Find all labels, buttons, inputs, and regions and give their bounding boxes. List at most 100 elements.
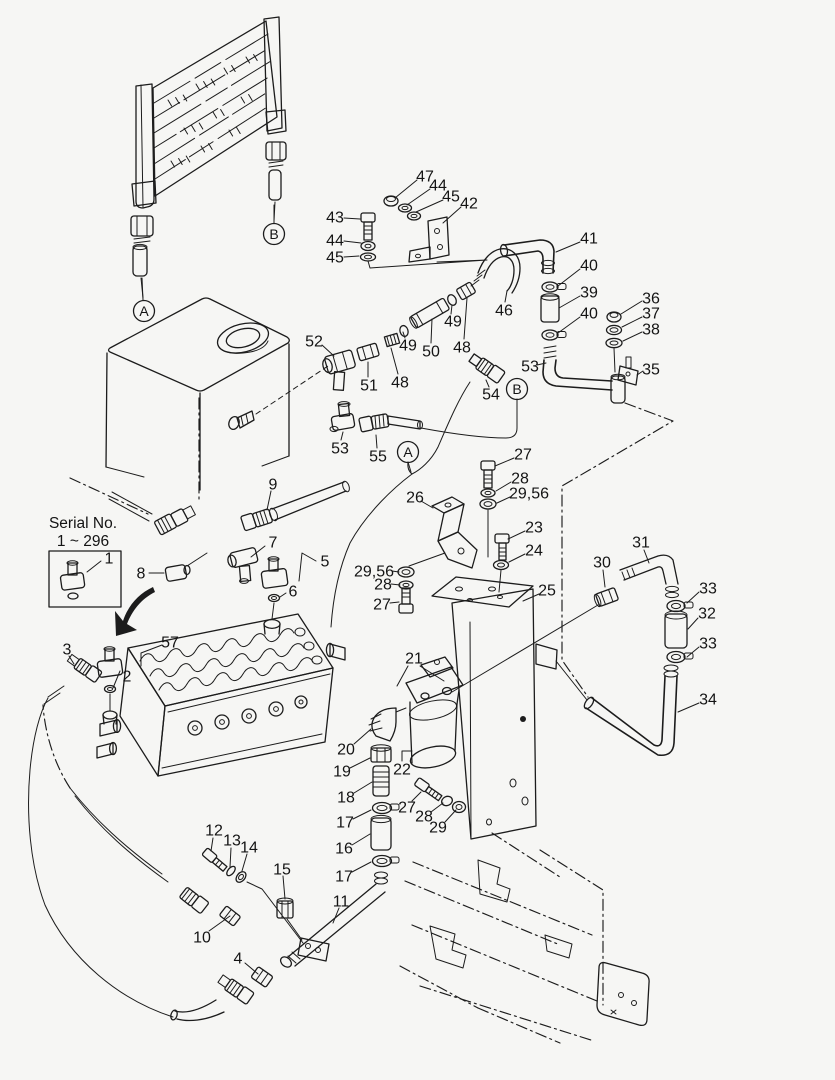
fitting-55 [358, 413, 423, 433]
part-1-elbow [59, 560, 86, 600]
leader-line [340, 431, 344, 441]
part-number-label: 48 [391, 375, 409, 392]
part-number-label: 34 [699, 692, 717, 709]
part-number-label: 7 [269, 535, 278, 552]
leader-line [353, 728, 372, 745]
leader-line [343, 240, 362, 244]
part-number-label: 37 [642, 306, 660, 323]
part-number-label: 6 [289, 584, 298, 601]
svg-text:B: B [512, 381, 521, 397]
leader-line [485, 379, 490, 388]
part-number-label: 41 [580, 231, 598, 248]
leader-line [298, 552, 317, 582]
leader-line [406, 188, 431, 206]
leader-line [250, 545, 266, 558]
part-number-label: 45 [442, 189, 460, 206]
leader-line [112, 670, 121, 689]
leader-line [394, 179, 418, 199]
leader-line [636, 370, 644, 376]
part-number-label: 29,56 [354, 564, 394, 581]
part-number-label: 33 [699, 636, 717, 653]
connection-point-a: A [396, 440, 420, 464]
fitting-3 [66, 653, 103, 683]
mounting-plate-drawing [397, 460, 588, 878]
part-number-label: 48 [453, 340, 471, 357]
leader-line [620, 300, 643, 315]
part-number-label: 28 [374, 577, 392, 594]
leader-line [208, 915, 231, 932]
part-number-label: 50 [422, 344, 440, 361]
leader-line [389, 601, 400, 604]
fitting-8 [164, 552, 208, 582]
replacement-arrow [115, 587, 155, 636]
leader-line [343, 217, 361, 220]
leader-line [229, 847, 232, 868]
oil-cooler-drawing [130, 16, 287, 299]
leader-line [353, 781, 373, 794]
part-number-label: 22 [393, 762, 411, 779]
connection-point-b: B [505, 377, 529, 401]
hydraulic-tank-drawing [105, 297, 290, 503]
part-number-label: 45 [326, 250, 344, 267]
leader-line [390, 347, 399, 375]
part-number-label: 30 [593, 555, 611, 572]
serial-part-box [48, 550, 122, 608]
serial-note-line1: Serial No. [49, 515, 117, 532]
tank-fitting-chain-drawing [322, 281, 476, 391]
leader-line [419, 665, 445, 682]
part-number-label: 12 [205, 823, 223, 840]
leader-line [402, 331, 406, 339]
part-number-label: 35 [642, 362, 660, 379]
tee-7 [227, 547, 259, 584]
part-number-label: 1 [105, 551, 114, 568]
serial-note-group: Serial No. 1 ~ 296 [48, 515, 155, 636]
leader-line [282, 875, 286, 900]
bracket-42 [408, 216, 450, 263]
leader-line [210, 837, 214, 852]
part-number-label: 17 [336, 815, 354, 832]
return-pipe-cluster-drawing [470, 239, 674, 698]
leader-line [442, 206, 462, 224]
part-number-label: 17 [335, 869, 353, 886]
part-number-label: 27 [514, 447, 532, 464]
part-number-label: 42 [460, 196, 478, 213]
leader-line [643, 549, 650, 564]
part-number-label: 46 [495, 303, 513, 320]
leader-line [463, 297, 468, 340]
leader-line [602, 569, 606, 588]
elbow-20 [368, 707, 407, 742]
leader-line [321, 344, 335, 357]
part-number-label: 21 [405, 651, 423, 668]
part-number-label: 23 [525, 520, 543, 537]
part-number-label: 55 [369, 449, 387, 466]
leader-lines-layer [68, 179, 700, 975]
leader-line [557, 268, 581, 287]
part-number-label: 51 [360, 378, 378, 395]
part-number-label: 28 [511, 471, 529, 488]
leader-line [68, 655, 75, 665]
leader-line [507, 530, 526, 540]
elbow-2 [96, 646, 124, 712]
part-number-label: 36 [642, 291, 660, 308]
leader-line [420, 500, 434, 509]
part-number-label: 28 [415, 809, 433, 826]
part-number-label: 10 [193, 930, 211, 947]
part-number-label: 16 [335, 841, 353, 858]
part-number-label: 47 [416, 169, 434, 186]
part-number-label: 29 [429, 820, 447, 837]
part-number-label: 40 [580, 258, 598, 275]
leader-line [430, 318, 433, 344]
fitting-54 [468, 353, 506, 384]
leader-line [244, 962, 259, 975]
part-number-label: 20 [337, 742, 355, 759]
svg-text:A: A [139, 303, 149, 319]
leader-line [677, 702, 700, 713]
part-number-label: 18 [337, 790, 355, 807]
leader-line [279, 592, 287, 598]
leader-line [401, 750, 413, 762]
leader-line [390, 583, 401, 586]
part-number-label: 53 [331, 441, 349, 458]
bracket-26 [431, 496, 478, 569]
leader-line [430, 802, 444, 813]
